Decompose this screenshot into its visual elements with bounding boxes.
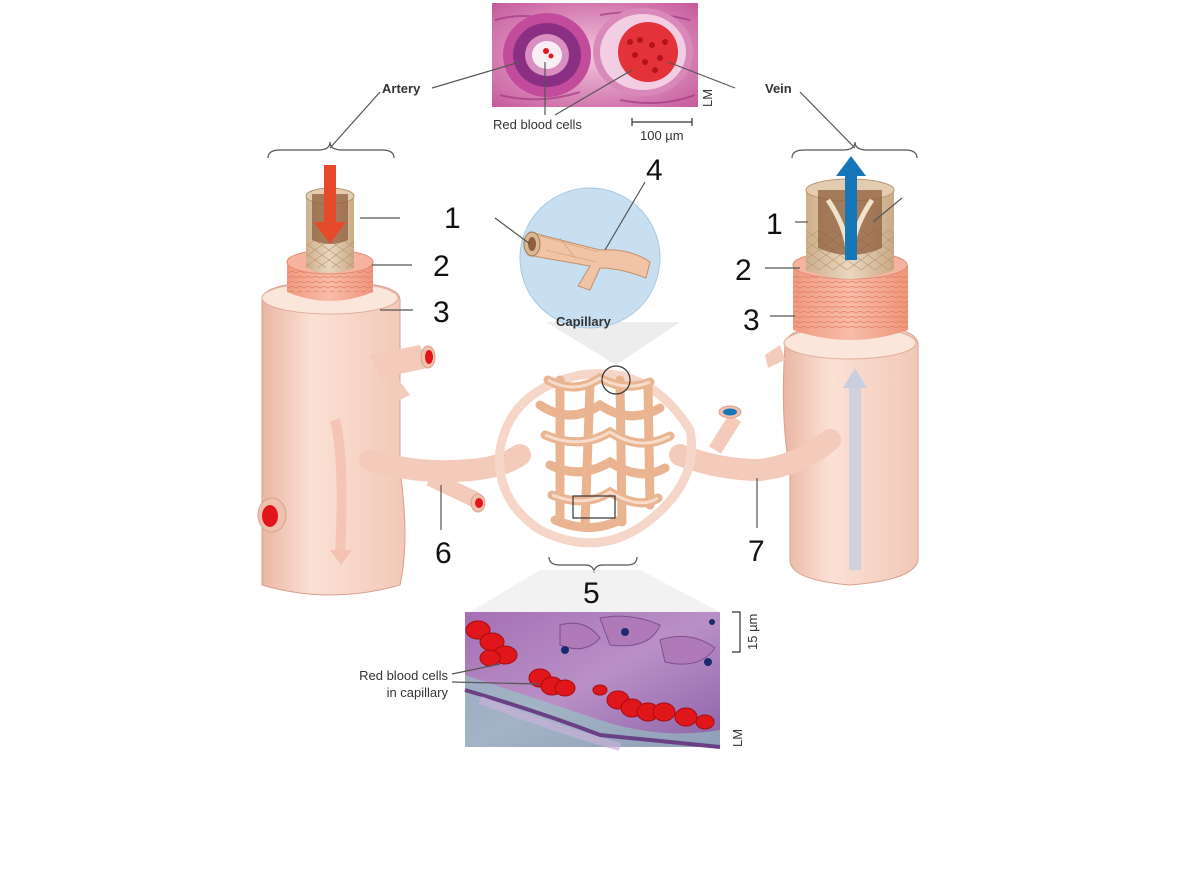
number-7-venule: 7 [748,535,765,568]
artery-bracket [268,142,394,158]
bottom-lm-label: LM [730,729,745,747]
number-5-capillary-bed: 5 [583,577,600,610]
vein-label: Vein [765,81,792,96]
artery-illustration [258,165,435,595]
capillary-inset: Capillary [495,182,680,365]
capillary-bed [370,366,830,612]
top-micrograph: Artery Vein Red blood cells 100 µm LM [268,3,917,158]
number-3-vein: 3 [743,304,760,337]
bottom-micrograph: 15 µm LM Red blood cells in capillary [359,612,760,747]
number-2-vein: 2 [735,254,752,287]
top-scale-label: 100 µm [640,128,684,143]
vein-bracket-leader [800,92,855,148]
number-3-artery: 3 [433,296,450,329]
number-4-capillary: 4 [646,154,663,187]
number-1-vein: 1 [766,208,783,241]
vein-bracket [792,142,917,158]
artery-label: Artery [382,81,421,96]
number-2-artery: 2 [433,250,450,283]
vein-illustration [765,156,918,585]
top-lm-label: LM [700,89,715,107]
bottom-scale-label: 15 µm [745,614,760,650]
capillary-inset-label: Capillary [556,314,612,329]
top-rbc-label: Red blood cells [493,117,582,132]
artery-bracket-leader [330,92,380,148]
bottom-rbc-label-line2: in capillary [387,685,449,700]
bottom-rbc-label-line1: Red blood cells [359,668,448,683]
number-6-arteriole: 6 [435,537,452,570]
number-1-artery: 1 [444,202,461,235]
